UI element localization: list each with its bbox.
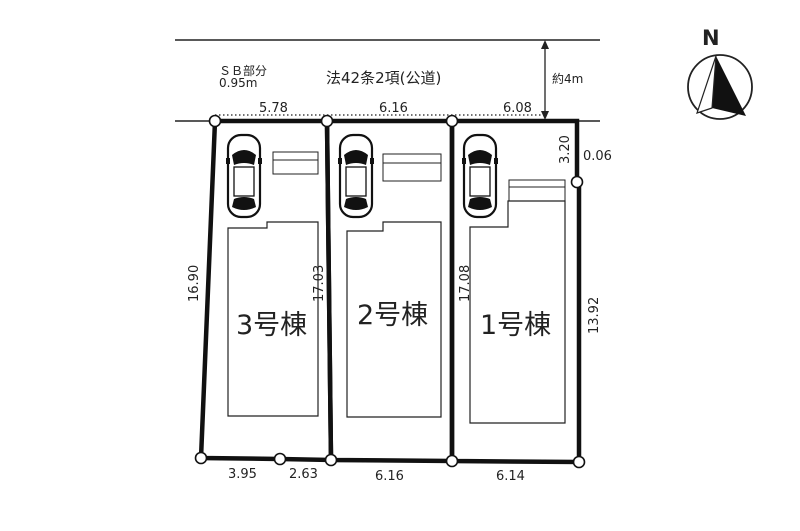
dim-right-lot1-offset: 0.06 [583,149,612,164]
dim-top-lot1: 6.08 [503,101,532,116]
lot1-name: 1号棟 [480,310,551,341]
dim-top-lot3: 5.78 [259,101,288,116]
car-icon [226,133,262,219]
dim-bottom-lot1: 6.14 [496,469,525,484]
lot3-porch [272,151,319,175]
car-icon [462,133,498,219]
boundary-marker [273,452,287,466]
dim-bottom-lot3-a: 3.95 [228,467,257,482]
compass-needle-light [696,55,717,114]
lot2-footprint [346,221,442,418]
compass-needle-dark [712,56,746,116]
dim-boundary-3-2: 17.03 [312,265,327,302]
boundary-markers [194,114,586,469]
boundary-marker [445,454,459,468]
dimension-labels: 5.78 6.16 6.08 3.95 2.63 6.16 6.14 16.90… [187,101,612,484]
dim-right-lot1-lower: 13.92 [587,297,602,334]
dim-boundary-2-1: 17.08 [458,265,473,302]
boundary-marker [572,455,586,469]
dim-top-lot2: 6.16 [379,101,408,116]
porch-details [272,151,566,202]
boundary-marker [320,114,334,128]
car-icon [338,133,374,219]
arrow-head-bottom [541,111,549,120]
boundary-marker [445,114,459,128]
lot3-boundary [198,118,334,463]
lot2-porch [382,153,442,182]
setback-label: ＳＢ部分 [219,63,267,78]
road-label: 法42条2項(公道) [326,69,441,87]
boundary-marker [194,451,208,465]
road-width-label: 約4m [552,71,583,86]
lot3-name: 3号棟 [236,310,307,341]
dim-bottom-lot2: 6.16 [375,469,404,484]
dim-right-lot1-upper: 3.20 [558,135,573,164]
boundary-marker [570,175,584,189]
parking-cars [226,133,498,219]
boundary-marker [324,453,338,467]
north-compass: N [687,26,753,120]
lot1-porch [508,179,566,202]
arrow-head-top [541,40,549,49]
north-label: N [702,26,720,50]
lot2-name: 2号棟 [357,300,428,331]
boundary-marker [208,114,222,128]
setback-width-label: 0.95m [219,76,257,90]
dim-left-lot3: 16.90 [187,265,202,302]
lot3-footprint [227,221,319,417]
dim-bottom-lot3-b: 2.63 [289,467,318,482]
